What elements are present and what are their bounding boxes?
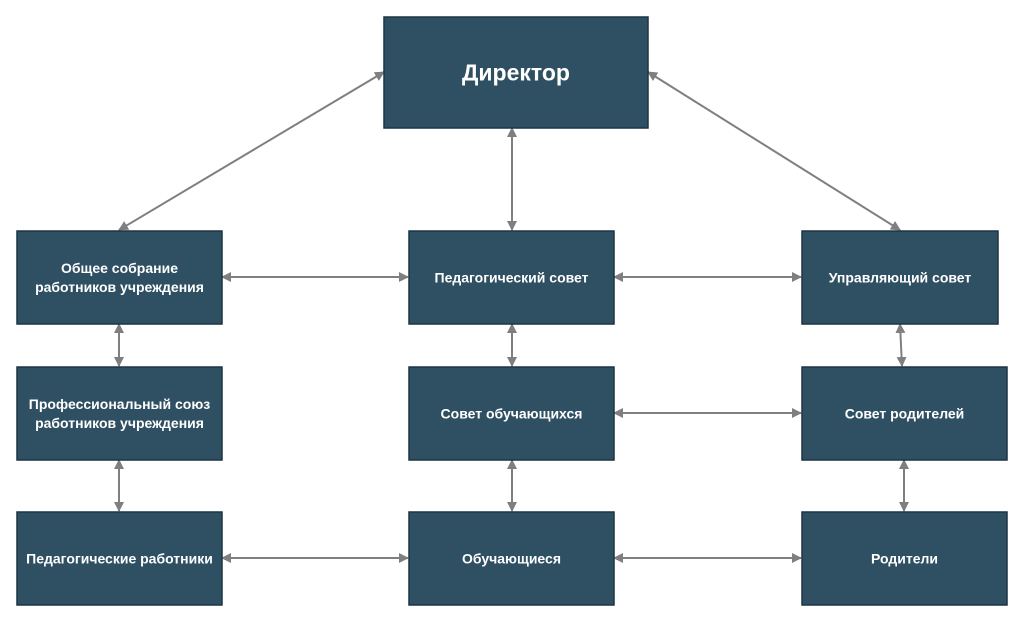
node-pedagogical-workers-label: Педагогические работники	[26, 551, 213, 567]
node-parents-box	[801, 511, 1008, 606]
node-student-council: Совет обучающихся	[408, 366, 615, 461]
node-governing-council-box	[801, 230, 999, 325]
node-trade-union-box	[16, 366, 223, 461]
node-pedagogical-workers-box	[16, 511, 223, 606]
node-trade-union-label: Профессиональный союз	[29, 396, 211, 412]
connector-director-general-meeting	[118, 71, 385, 231]
node-parent-council-label: Совет родителей	[845, 406, 965, 422]
node-students: Обучающиеся	[408, 511, 615, 606]
node-students-box	[408, 511, 615, 606]
connector-gov-council-parent-council	[895, 323, 907, 367]
node-pedagogical-council-box	[408, 230, 615, 325]
connectors-layer	[114, 71, 909, 563]
node-general-meeting: Общее собрание работников учреждения	[16, 230, 223, 325]
node-director-box	[383, 16, 649, 129]
node-parent-council: Совет родителей	[801, 366, 1008, 461]
node-parent-council-box	[801, 366, 1008, 461]
node-director-label: Директор	[462, 60, 570, 86]
node-students-label: Обучающиеся	[462, 551, 561, 567]
node-pedagogical-council-label: Педагогический совет	[435, 270, 589, 286]
node-pedagogical-workers: Педагогические работники	[16, 511, 223, 606]
node-governing-council: Управляющий совет	[801, 230, 999, 325]
node-general-meeting-box	[16, 230, 223, 325]
node-governing-council-label: Управляющий совет	[829, 270, 972, 286]
node-parents: Родители	[801, 511, 1008, 606]
node-general-meeting-label: Общее собрание	[61, 260, 178, 276]
node-student-council-box	[408, 366, 615, 461]
node-parents-label: Родители	[871, 551, 938, 567]
node-student-council-label: Совет обучающихся	[441, 406, 583, 422]
node-pedagogical-council: Педагогический совет	[408, 230, 615, 325]
node-trade-union-label: работников учреждения	[35, 415, 204, 431]
connector-director-gov-council	[647, 71, 901, 231]
node-trade-union: Профессиональный союз работников учрежден…	[16, 366, 223, 461]
node-general-meeting-label: работников учреждения	[35, 279, 204, 295]
node-director: Директор	[383, 16, 649, 129]
